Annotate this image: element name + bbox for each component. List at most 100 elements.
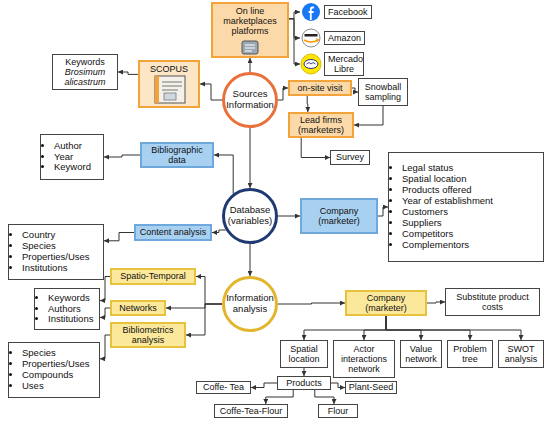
node-text: Bibliographic data bbox=[142, 145, 212, 165]
analysis-box: Company (marketer) bbox=[345, 290, 427, 316]
node-text: Database (variables) bbox=[222, 205, 278, 226]
flow-arrow bbox=[166, 304, 222, 308]
node-text: Snowball sampling bbox=[359, 82, 407, 102]
node-text: Coffe-Tea-Flour bbox=[220, 406, 282, 416]
database-box: Bibliographic data bbox=[140, 142, 214, 168]
list-item: Complementors bbox=[402, 240, 469, 251]
node-text: Company (marketer) bbox=[347, 293, 425, 313]
node-text: on-site visit bbox=[297, 83, 342, 93]
flow-arrow bbox=[250, 244, 251, 276]
list-item: Suppliers bbox=[402, 218, 442, 229]
list-item: Products offered bbox=[402, 185, 472, 196]
product-box: Plant-Seed bbox=[345, 381, 397, 394]
node-text: Information analysis bbox=[222, 293, 278, 314]
node-text: Company (marketer) bbox=[302, 206, 376, 226]
flow-arrow bbox=[386, 316, 421, 340]
product-box: Products bbox=[277, 376, 331, 390]
platform-node: Mercado Libre bbox=[300, 52, 392, 76]
flow-arrow bbox=[386, 316, 521, 340]
list-item: Country bbox=[22, 230, 55, 241]
node-text: Substitute product costs bbox=[446, 292, 539, 312]
node-text: Problem tree bbox=[448, 344, 492, 364]
logo-glyph bbox=[309, 8, 314, 21]
list-item: Properties/Uses bbox=[22, 359, 90, 370]
logo-circle bbox=[302, 3, 320, 21]
result-box: Value network bbox=[400, 340, 442, 368]
variable-list: Legal statusSpatial locationProducts off… bbox=[388, 152, 544, 262]
logo-circle bbox=[301, 54, 321, 74]
list-item: Legal status bbox=[402, 163, 453, 174]
database-box: Company (marketer) bbox=[300, 198, 378, 234]
node-text: Spatial location bbox=[281, 344, 327, 364]
flow-arrow bbox=[301, 138, 330, 158]
logo-ellipse bbox=[304, 60, 318, 69]
flow-arrow bbox=[331, 383, 345, 388]
flow-arrow bbox=[354, 106, 383, 125]
flow-arrow bbox=[304, 368, 305, 376]
platform-label: Mercado Libre bbox=[324, 52, 364, 76]
method-box: Snowball sampling bbox=[358, 78, 408, 106]
flow-arrow bbox=[196, 277, 222, 305]
list-item: Customers bbox=[402, 207, 448, 218]
flow-arrow bbox=[278, 216, 300, 217]
list-item: Institutions bbox=[22, 263, 67, 274]
variable-list: SpeciesProperties/UsesCompoundsUses bbox=[8, 342, 100, 398]
node-text: Networks bbox=[119, 303, 157, 313]
list-item: Competitors bbox=[402, 229, 453, 240]
result-box: Substitute product costs bbox=[445, 288, 540, 316]
list-item: Properties/Uses bbox=[22, 252, 90, 263]
list-item: Institutions bbox=[48, 314, 93, 325]
node-text: Coffe- Tea bbox=[203, 382, 244, 392]
list-item: Uses bbox=[22, 381, 44, 392]
list-item: Author bbox=[54, 141, 82, 152]
logo-bar bbox=[305, 34, 318, 37]
flow-arrow bbox=[104, 155, 140, 157]
node-text: Products bbox=[286, 378, 322, 388]
platform-node: Amazon bbox=[300, 28, 392, 48]
flow-arrow bbox=[289, 12, 300, 19]
result-box: Problem tree bbox=[447, 340, 493, 368]
node-text: Lead firms (marketers) bbox=[290, 115, 352, 135]
list-item: Compounds bbox=[22, 370, 73, 381]
platform-label: Amazon bbox=[324, 31, 365, 45]
hub-circle: Information analysis bbox=[222, 276, 278, 332]
logo-smile bbox=[304, 40, 318, 42]
flow-arrow bbox=[214, 155, 233, 194]
platform-label: Facebook bbox=[324, 5, 372, 19]
list-item: Keyword bbox=[54, 162, 91, 173]
list-item: Year of establishment bbox=[402, 196, 493, 207]
list-item: Species bbox=[22, 241, 56, 252]
source-box: SCOPUS bbox=[138, 60, 200, 108]
node-text: Content analysis bbox=[140, 227, 207, 237]
list-item: Species bbox=[22, 348, 56, 359]
flow-arrow bbox=[307, 96, 309, 112]
node-text: Plant-Seed bbox=[349, 382, 394, 392]
node-text: On line marketplaces platforms bbox=[213, 6, 287, 36]
node-text: Value network bbox=[401, 344, 441, 364]
facebook-logo bbox=[302, 3, 320, 21]
product-box: Coffe- Tea bbox=[196, 381, 251, 394]
flow-arrow bbox=[378, 207, 388, 216]
node-text: Brosimum alicastrum bbox=[53, 67, 117, 87]
flow-arrow bbox=[100, 308, 110, 317]
list-item: Keywords bbox=[48, 293, 90, 304]
flow-arrow bbox=[186, 304, 222, 335]
analysis-box: Networks bbox=[110, 300, 166, 316]
flow-arrow bbox=[250, 128, 251, 188]
node-text: Bibliometrics analysis bbox=[112, 325, 184, 345]
flow-arrow bbox=[278, 303, 345, 304]
variable-list: CountrySpeciesProperties/UsesInstitution… bbox=[8, 224, 104, 280]
flow-arrow bbox=[289, 19, 300, 38]
analysis-box: Bibliometrics analysis bbox=[110, 322, 186, 348]
logo-handshake bbox=[307, 63, 316, 65]
node-text: Sources Information bbox=[222, 89, 278, 110]
node-text: Actor interactions network bbox=[334, 344, 394, 374]
flow-arrow bbox=[304, 316, 386, 340]
source-box: Lead firms (marketers) bbox=[288, 112, 354, 138]
node-text: Flour bbox=[328, 406, 349, 416]
flow-arrow bbox=[118, 72, 138, 74]
list-item: Year bbox=[54, 152, 73, 163]
flow-arrow bbox=[278, 88, 288, 100]
result-box: Spatial location bbox=[280, 340, 328, 368]
